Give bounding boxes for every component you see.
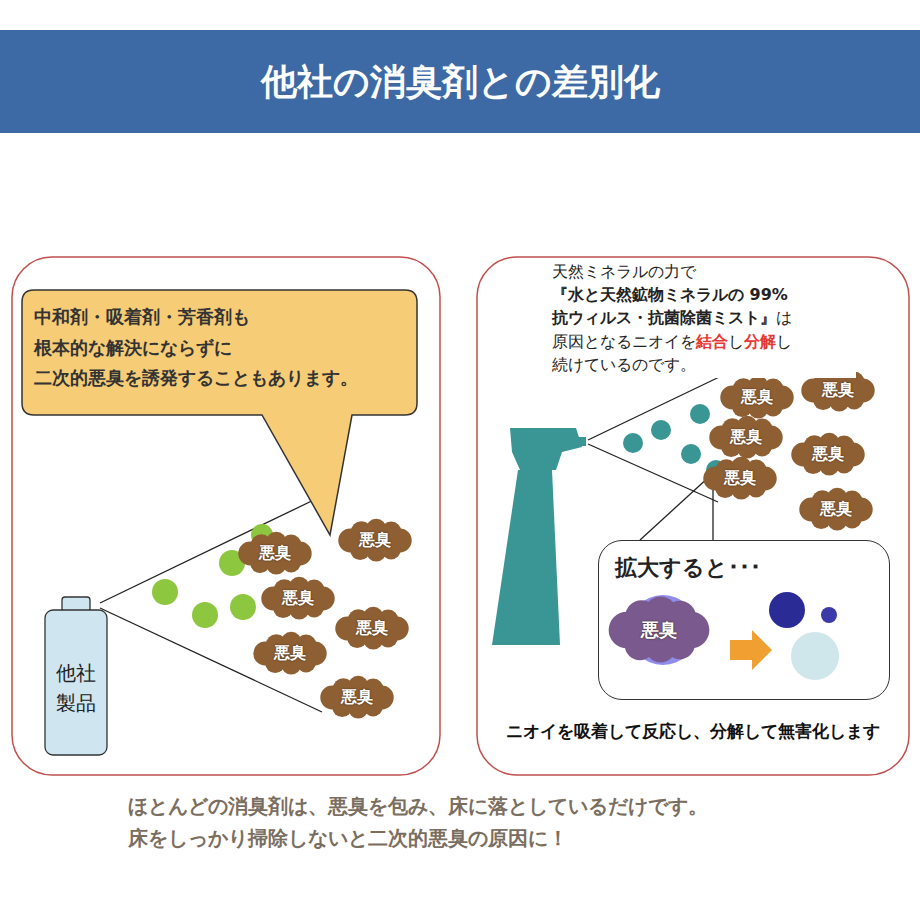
odor-cloud: 悪臭 bbox=[715, 420, 777, 455]
odor-cloud: 悪臭 bbox=[797, 437, 859, 472]
explanation-line: 『水と天然鉱物ミネラルの 99%抗ウィルス・抗菌除菌ミスト』は bbox=[552, 283, 852, 329]
node-text: 悪臭 bbox=[359, 530, 391, 551]
spray-line bbox=[588, 444, 718, 502]
title: 他社の消臭剤との差別化 bbox=[0, 30, 920, 133]
node-text: 悪臭 bbox=[282, 588, 314, 609]
node-text: 悪臭 bbox=[822, 380, 854, 401]
node-text: 悪臭 bbox=[274, 643, 306, 664]
odor-cloud: 悪臭 bbox=[726, 380, 788, 415]
explanation-line: 原因となるニオイを結合し分解し 続けているのです。 bbox=[552, 330, 852, 376]
node-text: 悪臭 bbox=[341, 687, 373, 708]
odor-cloud: 悪臭 bbox=[805, 492, 867, 527]
node-text: 拡大すると･･･ bbox=[615, 553, 873, 583]
odor-cloud: 悪臭 bbox=[259, 636, 321, 671]
right-panel bbox=[477, 257, 909, 775]
molecule bbox=[821, 607, 837, 623]
node-text: 悪臭 bbox=[356, 618, 388, 639]
speech-bubble-text: 中和剤・吸着剤・芳香剤も 根本的な解決にならずに 二次的悪臭を誘発することもあり… bbox=[34, 302, 406, 394]
title-band bbox=[0, 30, 920, 133]
node-text: 悪臭 bbox=[741, 387, 773, 408]
odor-cloud: 悪臭 bbox=[341, 611, 403, 646]
explanation: 天然ミネラルの力で『水と天然鉱物ミネラルの 99%抗ウィルス・抗菌除菌ミスト』は… bbox=[548, 258, 856, 378]
spray-bottle bbox=[492, 428, 586, 645]
node-text: 悪臭 bbox=[259, 543, 291, 564]
summary-text: ニオイを吸着して反応し、分解して無害化します bbox=[480, 720, 906, 743]
molecule bbox=[791, 632, 839, 680]
odor-cloud-zoomed: 悪臭 bbox=[619, 603, 699, 657]
arrow-symbol bbox=[730, 630, 772, 670]
explanation-text: 結合 bbox=[696, 332, 728, 351]
spray-dots bbox=[152, 524, 291, 659]
explanation-text: 分解 bbox=[744, 332, 776, 351]
node-text: 悪臭 bbox=[730, 427, 762, 448]
odor-cloud: 悪臭 bbox=[244, 536, 306, 571]
odor-cloud: 悪臭 bbox=[709, 461, 771, 496]
explanation-line: 天然ミネラルの力で bbox=[552, 260, 852, 283]
leader-line bbox=[640, 476, 710, 540]
node-text: 悪臭 bbox=[812, 444, 844, 465]
molecule bbox=[769, 592, 805, 628]
explanation-text: 原因となるニオイを bbox=[552, 332, 696, 351]
explanation-text: 『水と天然鉱物ミネラルの 99%抗ウィルス・抗菌除菌ミスト』 bbox=[552, 285, 788, 327]
explanation-text: 天然ミネラルの力で bbox=[552, 262, 696, 281]
caption: ほとんどの消臭剤は、悪臭を包み、床に落としているだけです。 床をしっかり掃除しな… bbox=[128, 790, 808, 854]
node-text: 他社 製品 bbox=[52, 658, 100, 718]
node-text: 悪臭 bbox=[641, 618, 677, 642]
odor-cloud: 悪臭 bbox=[326, 680, 388, 715]
bottle-body bbox=[45, 610, 107, 755]
product-bottle: 他社 製品 bbox=[52, 658, 100, 718]
odor-cloud: 悪臭 bbox=[344, 523, 406, 558]
explanation-text: し bbox=[728, 332, 744, 351]
speech-bubble bbox=[22, 290, 417, 535]
odor-cloud: 悪臭 bbox=[267, 581, 329, 616]
node-text: 中和剤・吸着剤・芳香剤も 根本的な解決にならずに 二次的悪臭を誘発することもあり… bbox=[34, 302, 394, 394]
spray-line bbox=[100, 497, 320, 603]
node-text: 悪臭 bbox=[724, 468, 756, 489]
left-panel bbox=[12, 257, 440, 775]
explanation-text: は bbox=[776, 308, 792, 327]
node-text: 悪臭 bbox=[820, 499, 852, 520]
zoom-box: 拡大すると･･･ 悪臭 bbox=[598, 540, 890, 700]
